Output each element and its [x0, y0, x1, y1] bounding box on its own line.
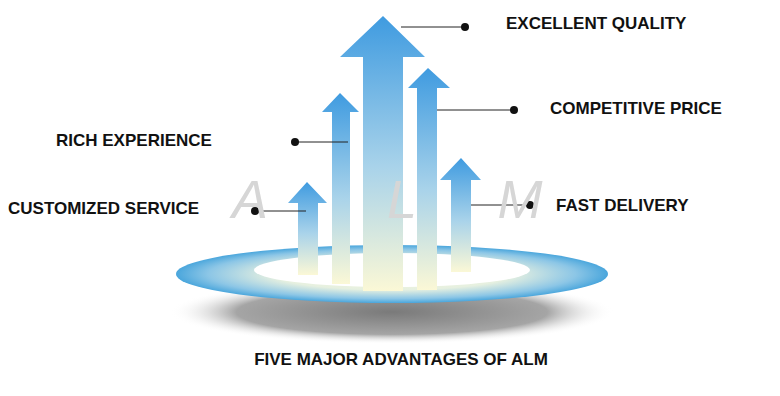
leader-dot	[461, 23, 469, 31]
advantage-label: EXCELLENT QUALITY	[506, 14, 686, 34]
advantage-label: COMPETITIVE PRICE	[550, 99, 722, 119]
arrow	[322, 93, 359, 284]
arrow	[440, 158, 481, 272]
advantage-label: CUSTOMIZED SERVICE	[8, 199, 199, 219]
watermark-letter: M	[498, 168, 543, 230]
leader-line	[437, 110, 514, 111]
advantage-label: FAST DELIVERY	[556, 196, 689, 216]
leader-line	[401, 27, 465, 28]
advantage-label: RICH EXPERIENCE	[56, 131, 212, 151]
arrow	[288, 182, 327, 275]
leader-dot	[510, 106, 518, 114]
watermark-letter: L	[387, 168, 417, 230]
caption: FIVE MAJOR ADVANTAGES OF ALM	[254, 350, 548, 370]
leader-dot	[291, 138, 299, 146]
leader-line	[295, 142, 348, 143]
watermark-letter: A	[232, 168, 268, 230]
arrow	[340, 16, 425, 291]
